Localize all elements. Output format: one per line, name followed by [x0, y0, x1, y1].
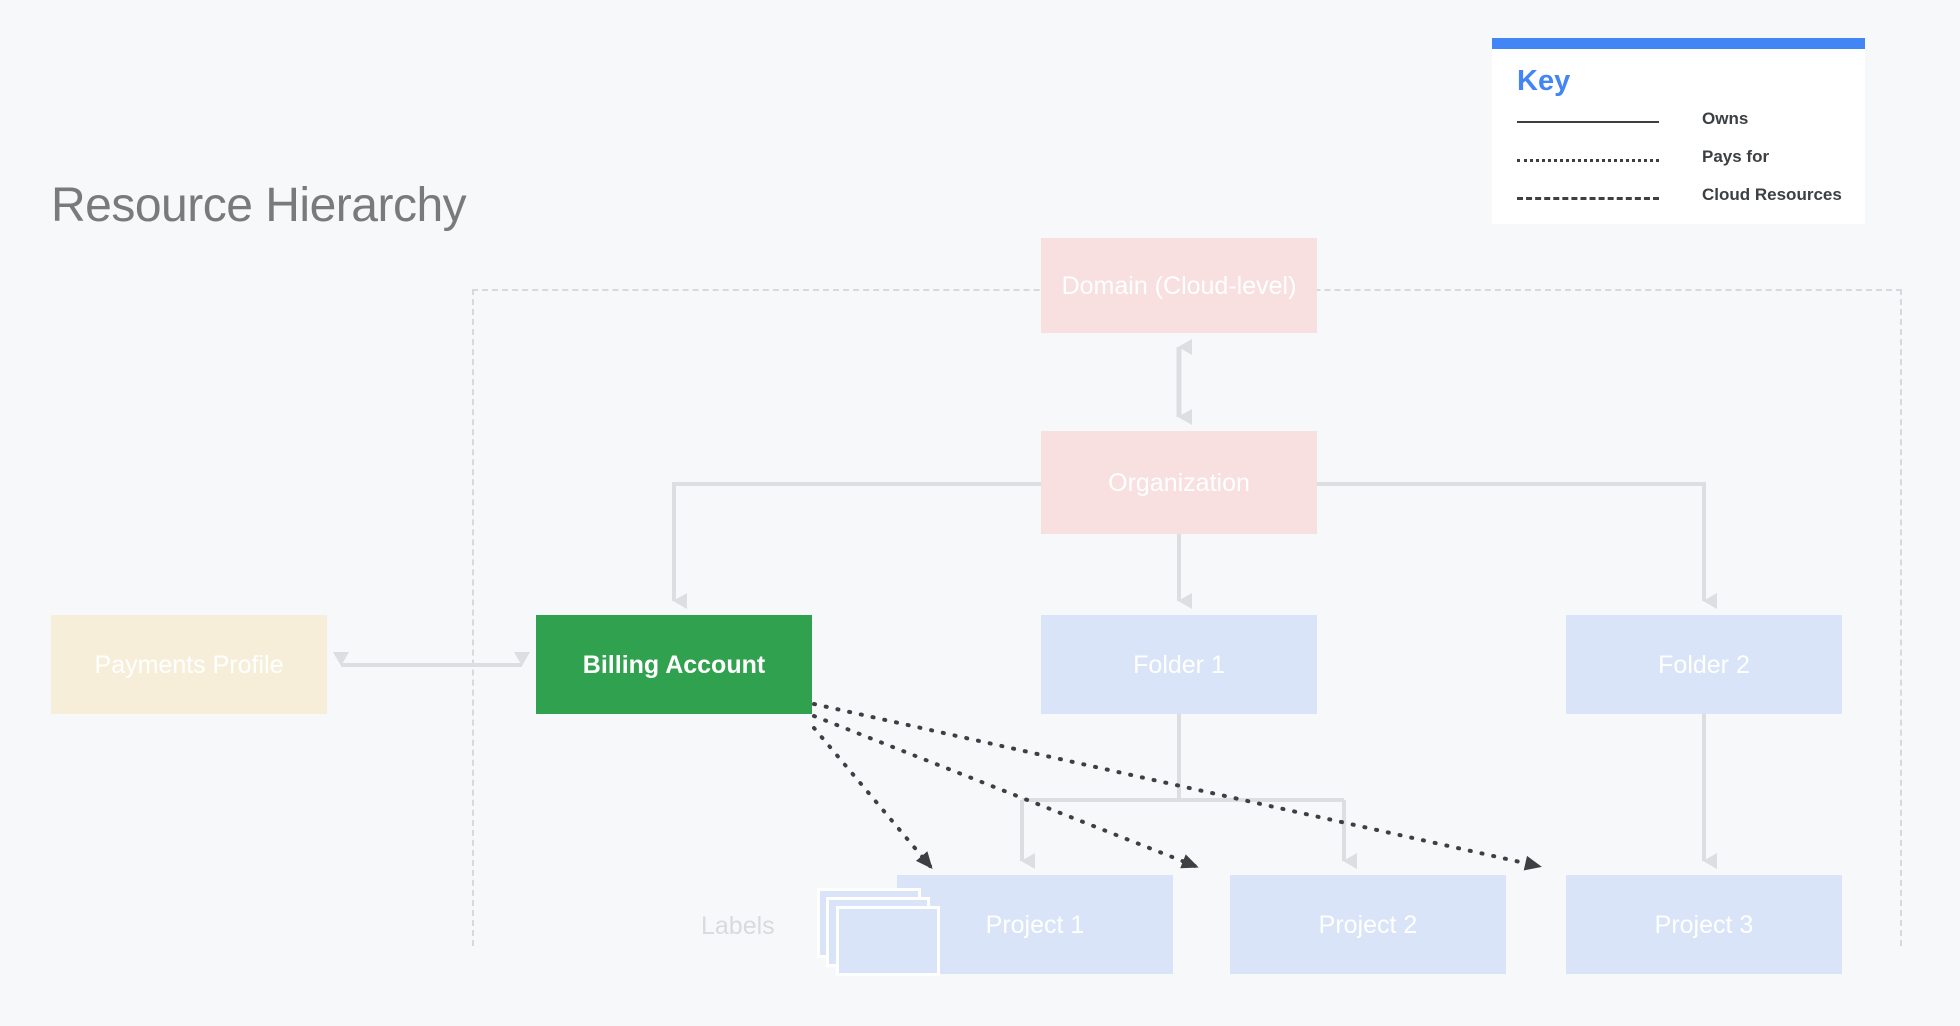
node-project-3[interactable]: Project 3: [1566, 875, 1842, 974]
legend-sample-solid-line: [1517, 121, 1659, 123]
node-folder-1[interactable]: Folder 1: [1041, 615, 1317, 714]
legend-key-panel: Key Owns Pays for Cloud Resources: [1492, 38, 1865, 224]
label-card-icon: [836, 906, 940, 976]
page-title: Resource Hierarchy: [51, 179, 467, 232]
labels-caption: Labels: [701, 912, 775, 940]
node-payments-profile[interactable]: Payments Profile: [51, 615, 327, 714]
legend-row-cloud-resources: Cloud Resources: [1517, 185, 1847, 204]
node-billing-account[interactable]: Billing Account: [536, 615, 812, 714]
node-project-2[interactable]: Project 2: [1230, 875, 1506, 974]
legend-row-pays-for: Pays for: [1517, 147, 1847, 166]
legend-sample-dashed-line: [1517, 197, 1659, 200]
legend-label-pays-for: Pays for: [1702, 147, 1770, 166]
legend-title: Key: [1517, 65, 1571, 97]
legend-row-owns: Owns: [1517, 109, 1847, 128]
node-project-1[interactable]: Project 1: [897, 875, 1173, 974]
node-folder-2[interactable]: Folder 2: [1566, 615, 1842, 714]
node-organization[interactable]: Organization: [1041, 431, 1317, 534]
legend-sample-dotted-line: [1517, 159, 1659, 162]
legend-label-cloud-resources: Cloud Resources: [1702, 185, 1842, 204]
node-domain[interactable]: Domain (Cloud-level): [1041, 238, 1317, 333]
legend-label-owns: Owns: [1702, 109, 1749, 128]
